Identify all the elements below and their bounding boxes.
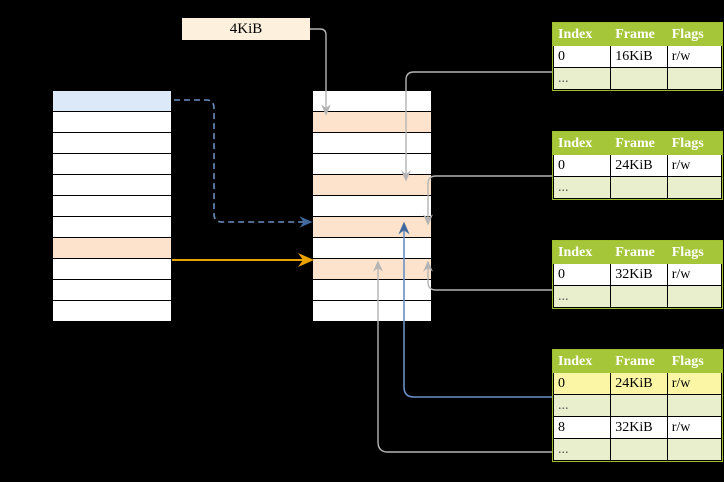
cell-flags[interactable] — [666, 176, 723, 199]
cell-flags[interactable]: r/w — [666, 372, 723, 395]
table-row[interactable]: ... — [552, 394, 723, 417]
table-row[interactable]: ... — [552, 176, 723, 199]
column-header-index: Index — [552, 350, 612, 373]
column-header-frame: Frame — [610, 23, 668, 46]
cell-index[interactable]: ... — [552, 176, 612, 199]
cell-flags[interactable] — [666, 67, 723, 90]
physical-address-space-column — [312, 90, 432, 328]
cell-frame[interactable] — [610, 438, 668, 461]
column-header-flags: Flags — [666, 23, 723, 46]
connector-virtual-page-blue — [174, 99, 313, 228]
physical-frame-row-1[interactable] — [312, 111, 432, 133]
column-header-index: Index — [552, 132, 612, 155]
physical-frame-row-3[interactable] — [312, 153, 432, 175]
physical-frame-row-0[interactable] — [312, 90, 432, 112]
virtual-page-row-2[interactable] — [52, 132, 172, 154]
cell-frame[interactable] — [610, 285, 668, 308]
cell-index[interactable]: 0 — [552, 45, 612, 68]
physical-frame-row-4[interactable] — [312, 174, 432, 196]
virtual-page-row-0[interactable] — [52, 90, 172, 112]
virtual-page-row-1[interactable] — [52, 111, 172, 133]
physical-frame-row-2[interactable] — [312, 132, 432, 154]
cell-flags[interactable]: r/w — [666, 45, 723, 68]
cell-index[interactable]: ... — [552, 438, 612, 461]
table-row[interactable]: ... — [552, 285, 723, 308]
column-header-index: Index — [552, 241, 612, 264]
virtual-page-row-9[interactable] — [52, 279, 172, 301]
cell-flags[interactable] — [666, 285, 723, 308]
virtual-page-row-10[interactable] — [52, 300, 172, 322]
physical-frame-row-6[interactable] — [312, 216, 432, 238]
column-header-flags: Flags — [666, 241, 723, 264]
physical-frame-row-10[interactable] — [312, 300, 432, 322]
cell-index[interactable]: ... — [552, 67, 612, 90]
physical-frame-row-8[interactable] — [312, 258, 432, 280]
connector-table3-to-frame — [423, 260, 552, 291]
cell-index[interactable]: 0 — [552, 263, 612, 286]
page-size-label: 4KiB — [182, 18, 310, 40]
virtual-page-row-5[interactable] — [52, 195, 172, 217]
column-header-frame: Frame — [610, 350, 668, 373]
cell-index[interactable]: ... — [552, 285, 612, 308]
column-header-flags: Flags — [666, 350, 723, 373]
virtual-page-row-6[interactable] — [52, 216, 172, 238]
connector-table2-to-frame — [423, 175, 552, 226]
virtual-page-row-4[interactable] — [52, 174, 172, 196]
cell-index[interactable]: 0 — [552, 372, 612, 395]
virtual-page-row-8[interactable] — [52, 258, 172, 280]
cell-frame[interactable] — [610, 394, 668, 417]
cell-frame[interactable]: 32KiB — [610, 416, 668, 439]
cell-flags[interactable]: r/w — [666, 154, 723, 177]
cell-flags[interactable]: r/w — [666, 416, 723, 439]
table-row[interactable]: ... — [552, 67, 723, 90]
cell-frame[interactable]: 24KiB — [610, 154, 668, 177]
column-header-flags: Flags — [666, 132, 723, 155]
cell-frame[interactable]: 24KiB — [610, 372, 668, 395]
physical-frame-row-9[interactable] — [312, 279, 432, 301]
cell-index[interactable]: 0 — [552, 154, 612, 177]
cell-flags[interactable] — [666, 394, 723, 417]
cell-index[interactable]: 8 — [552, 416, 612, 439]
cell-frame[interactable]: 32KiB — [610, 263, 668, 286]
virtual-address-space-column — [52, 90, 172, 328]
physical-frame-row-7[interactable] — [312, 237, 432, 259]
cell-frame[interactable] — [610, 176, 668, 199]
column-header-frame: Frame — [610, 241, 668, 264]
cell-frame[interactable] — [610, 67, 668, 90]
physical-frame-row-5[interactable] — [312, 195, 432, 217]
column-header-frame: Frame — [610, 132, 668, 155]
table-row[interactable]: ... — [552, 438, 723, 461]
virtual-page-row-7[interactable] — [52, 237, 172, 259]
virtual-page-row-3[interactable] — [52, 153, 172, 175]
cell-index[interactable]: ... — [552, 394, 612, 417]
cell-flags[interactable] — [666, 438, 723, 461]
column-header-index: Index — [552, 23, 612, 46]
cell-flags[interactable]: r/w — [666, 263, 723, 286]
cell-frame[interactable]: 16KiB — [610, 45, 668, 68]
